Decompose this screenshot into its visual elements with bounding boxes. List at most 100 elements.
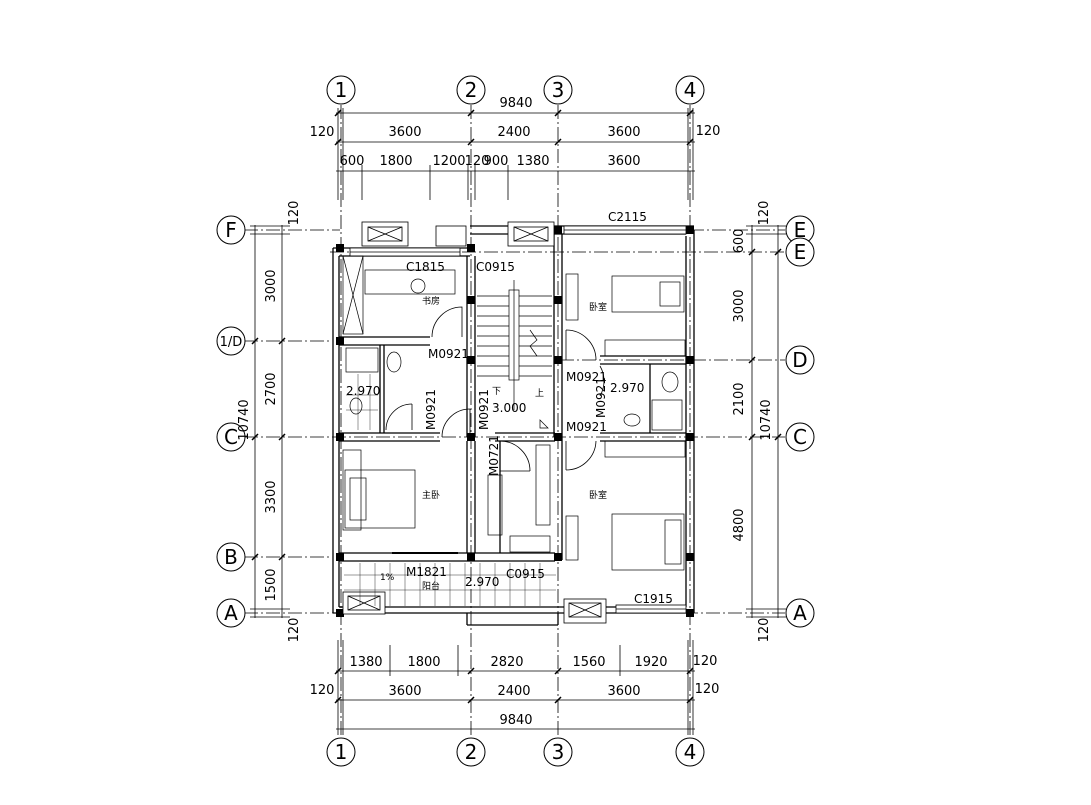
room-master-bedroom: 主卧 <box>422 489 440 501</box>
dim-top-inner-3: 120 <box>465 154 490 169</box>
door-m0721-closet: M0721 <box>487 435 501 476</box>
dim-left-4: 1500 <box>264 568 279 601</box>
dim-left-2: 2700 <box>264 372 279 405</box>
door-m0921-bedroom-se: M0921 <box>566 420 607 434</box>
door-m1821-balcony: M1821 <box>406 565 447 579</box>
dim-bottom-mid-1: 3600 <box>388 684 421 699</box>
axis-e2-right: E <box>794 240 807 264</box>
window-c2115: C2115 <box>608 210 647 224</box>
axis-1-top: 1 <box>335 78 348 102</box>
slope-label: 1% <box>380 573 395 583</box>
dim-right-4: 4800 <box>732 508 747 541</box>
dimension-text-right: 120 600 3000 2100 4800 120 10740 <box>732 201 774 643</box>
axis-d-right: D <box>792 348 807 372</box>
dim-top-inner-1: 1800 <box>379 154 412 169</box>
axis-b-left: B <box>224 545 238 569</box>
dim-left-0: 120 <box>287 201 302 226</box>
dimension-ticks <box>251 109 782 704</box>
dim-left-total: 10740 <box>237 399 252 440</box>
dim-bottom-inner-1: 1800 <box>407 655 440 670</box>
level-balcony: 2.970 <box>465 575 499 589</box>
axis-1-bottom: 1 <box>335 740 348 764</box>
dim-top-inner-6: 3600 <box>607 154 640 169</box>
dim-right-total: 10740 <box>759 399 774 440</box>
stair-down-label: 下 <box>492 387 501 397</box>
window-c0915-top: C0915 <box>476 260 515 274</box>
level-bath-left: 2.970 <box>346 384 380 398</box>
room-study: 书房 <box>422 295 440 307</box>
dim-top-inner-2: 1200 <box>432 154 465 169</box>
dim-bottom-mid-0: 120 <box>310 683 335 698</box>
dim-right-3: 2100 <box>732 382 747 415</box>
axis-3-bottom: 3 <box>552 740 565 764</box>
level-bath-right: 2.970 <box>610 381 644 395</box>
dim-bottom-inner-5: 120 <box>693 654 718 669</box>
dim-top-mid-1: 3600 <box>388 125 421 140</box>
balcony-tiles <box>344 374 556 606</box>
axis-2-bottom: 2 <box>465 740 478 764</box>
windows <box>342 221 687 624</box>
dim-bottom-total: 9840 <box>499 713 532 728</box>
axis-2-top: 2 <box>465 78 478 102</box>
dim-left-1: 3000 <box>264 269 279 302</box>
axis-a-left: A <box>224 601 238 625</box>
window-c0915-balcony: C0915 <box>506 567 545 581</box>
axis-4-top: 4 <box>684 78 697 102</box>
dim-top-mid-4: 120 <box>696 124 721 139</box>
room-labels: 书房 卧室 主卧 卧室 阳台 <box>422 295 607 592</box>
dim-right-5: 120 <box>757 618 772 643</box>
stair-up-label: 上 <box>535 388 544 399</box>
walls <box>332 225 695 626</box>
dim-bottom-mid-4: 120 <box>695 682 720 697</box>
axis-a-right: A <box>793 601 807 625</box>
axis-1d-left: 1/D <box>220 335 243 350</box>
door-m0921-bath-right: M0921 <box>594 377 608 418</box>
dim-top-mid-2: 2400 <box>497 125 530 140</box>
axis-c-left: C <box>224 425 238 449</box>
dim-bottom-mid-2: 2400 <box>497 684 530 699</box>
furniture <box>342 255 686 571</box>
dim-bottom-mid-3: 3600 <box>607 684 640 699</box>
door-m0921-study: M0921 <box>428 347 469 361</box>
columns <box>336 226 694 617</box>
axis-3-top: 3 <box>552 78 565 102</box>
axis-e1-right: E <box>794 218 807 242</box>
dim-top-inner-0: 600 <box>340 154 365 169</box>
dimension-text-top: 9840 120 3600 2400 3600 120 600 1800 120… <box>310 96 721 169</box>
window-c1815: C1815 <box>406 260 445 274</box>
doors <box>385 306 605 554</box>
dim-right-1: 600 <box>732 229 747 254</box>
dimension-text-bottom: 1380 1800 2820 1560 1920 120 120 3600 24… <box>310 654 720 728</box>
door-m0921-bedroom-ne: M0921 <box>566 370 607 384</box>
axis-f-left: F <box>225 218 237 242</box>
dim-bottom-inner-0: 1380 <box>349 655 382 670</box>
dim-bottom-inner-3: 1560 <box>572 655 605 670</box>
grid-lines <box>244 105 785 738</box>
axis-labels: 1 2 3 4 1 2 3 4 F 1/D C B A E E D C A <box>220 78 808 764</box>
staircase <box>477 280 552 429</box>
dim-right-2: 3000 <box>732 289 747 322</box>
room-bedroom-se: 卧室 <box>589 489 607 501</box>
room-balcony: 阳台 <box>422 580 440 592</box>
dim-top-mid-0: 120 <box>310 125 335 140</box>
door-m0921-bath-left: M0921 <box>424 389 438 430</box>
dim-top-inner-5: 1380 <box>516 154 549 169</box>
level-stair: 3.000 <box>492 401 526 415</box>
axis-4-bottom: 4 <box>684 740 697 764</box>
dim-left-5: 120 <box>287 618 302 643</box>
axis-bubbles <box>216 75 815 767</box>
dim-right-0: 120 <box>757 201 772 226</box>
axis-c-right: C <box>793 425 807 449</box>
dim-top-mid-3: 3600 <box>607 125 640 140</box>
dim-bottom-inner-2: 2820 <box>490 655 523 670</box>
door-m0921-master: M0921 <box>477 389 491 430</box>
dim-bottom-inner-4: 1920 <box>634 655 667 670</box>
dimension-lines <box>250 108 786 735</box>
dim-left-3: 3300 <box>264 480 279 513</box>
window-c1915: C1915 <box>634 592 673 606</box>
annotations: C2115 C1815 C0915 C0915 C1915 M0921 M092… <box>346 210 673 606</box>
dimension-text-left: 120 3000 2700 3300 1500 120 10740 <box>237 201 302 643</box>
room-bedroom-ne: 卧室 <box>589 301 607 313</box>
